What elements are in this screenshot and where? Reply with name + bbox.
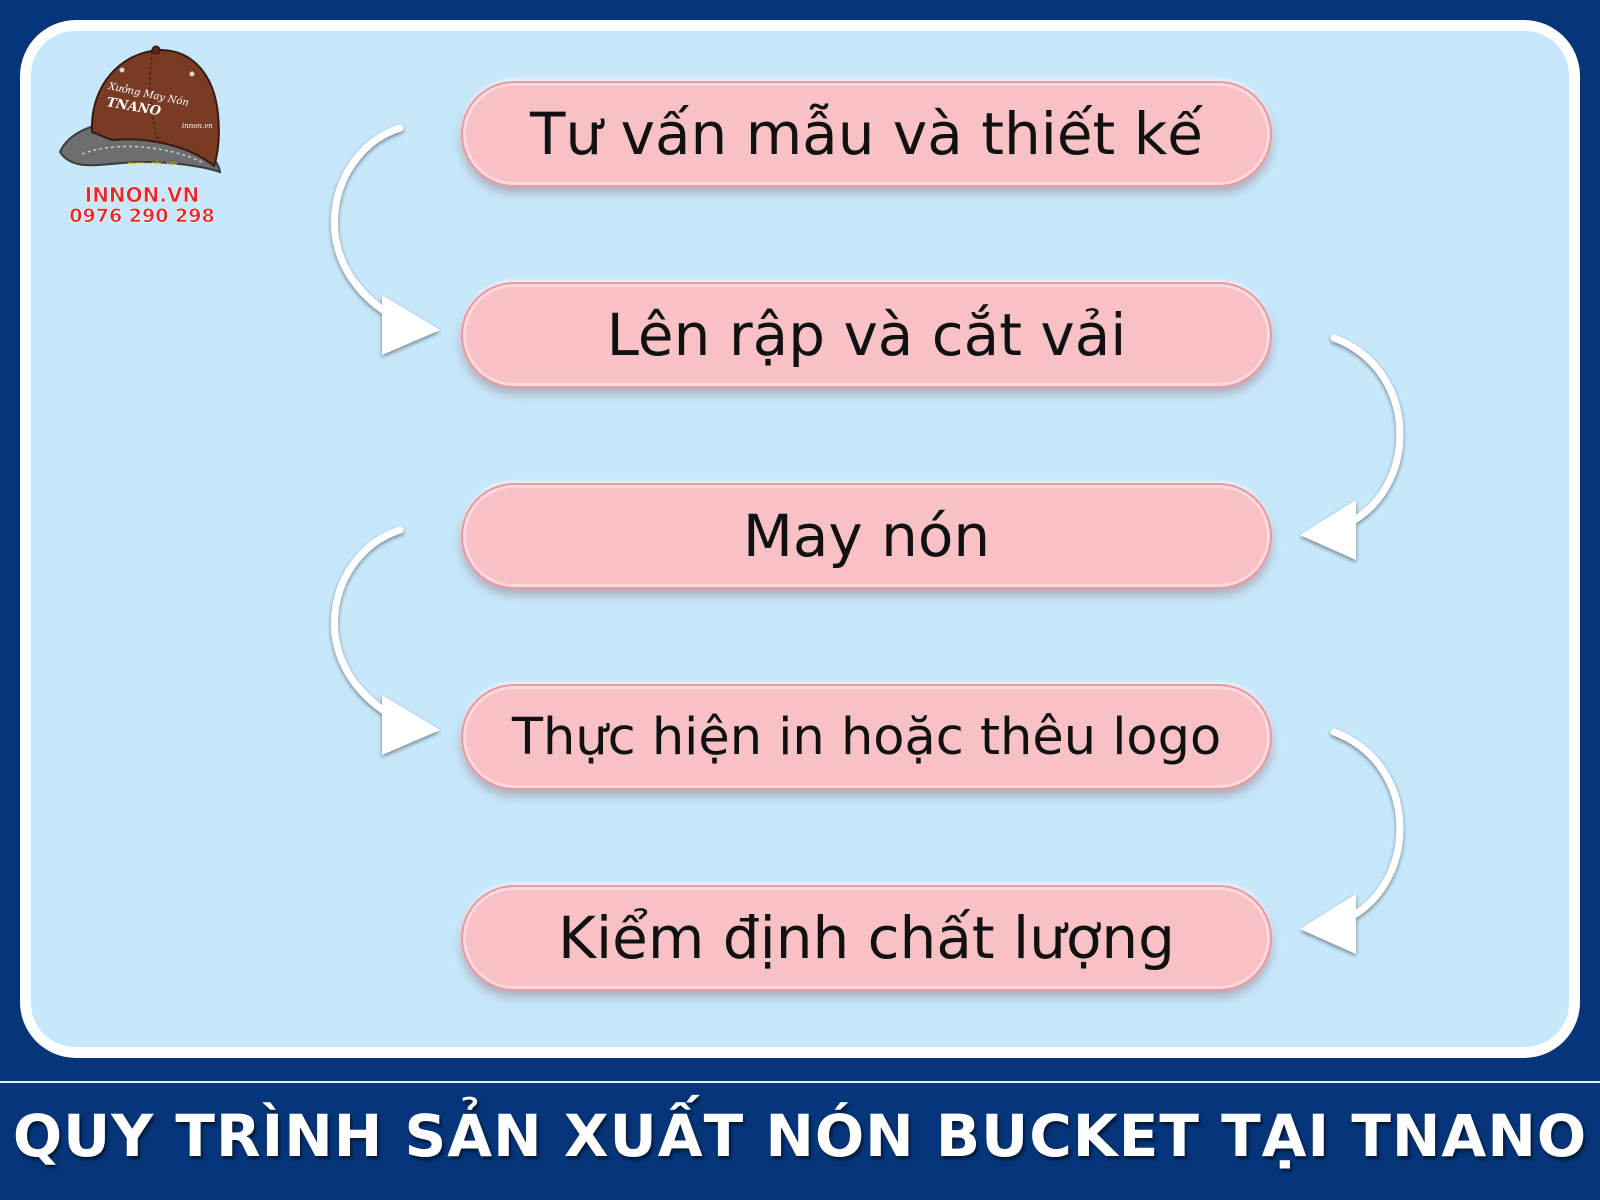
step-1-label: Tư vấn mẫu và thiết kế [530,100,1203,168]
brand-phone: 0976 290 298 [69,205,214,227]
step-3-label: May nón [742,502,991,570]
arrow-step3-to-step4 [330,526,440,755]
cap-brim-text: NHANH - BỀN - ĐẸP [128,160,177,168]
step-1: Tư vấn mẫu và thiết kế [461,81,1272,187]
step-5-label: Kiểm định chất lượng [558,904,1175,972]
step-3: May nón [461,483,1272,589]
tnano-logo: Xưởng May Nón TNANO innon.vn NHANH - BỀN… [58,45,222,227]
arrow-step4-to-step5 [1300,728,1404,954]
arrow-step1-to-step2 [330,124,440,355]
step-2: Lên rập và cắt vải [461,282,1272,388]
step-2-label: Lên rập và cắt vải [606,301,1127,369]
step-4: Thực hiện in hoặc thêu logo [461,684,1272,790]
brand-site: INNON.VN [85,183,199,207]
arrow-step2-to-step3 [1300,334,1404,560]
step-5: Kiểm định chất lượng [461,885,1272,991]
footer-title: QUY TRÌNH SẢN XUẤT NÓN BUCKET TẠI TNANO [12,1102,1588,1170]
cap-side-text: innon.vn [182,122,213,130]
step-4-label: Thực hiện in hoặc thêu logo [511,707,1222,767]
footer-divider [0,1081,1600,1083]
